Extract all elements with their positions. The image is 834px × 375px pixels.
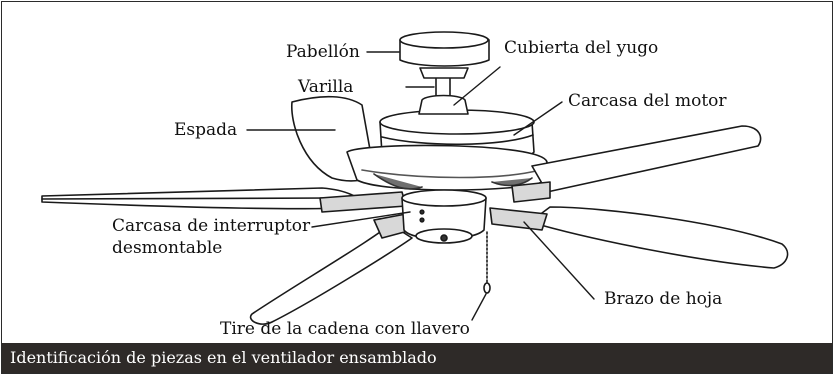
blade-arm-right — [489, 207, 548, 231]
fan-blade-left-lower — [249, 223, 413, 325]
label-brazo-de-hoja: Brazo de hoja — [604, 289, 723, 309]
label-espada: Espada — [174, 120, 238, 140]
ceiling-fan-illustration — [41, 31, 789, 325]
label-cubierta-del-yugo: Cubierta del yugo — [504, 38, 659, 58]
fan-blade-right-upper — [531, 125, 762, 193]
label-pabellon: Pabellón — [286, 42, 360, 62]
label-carcasa-del-motor: Carcasa del motor — [568, 91, 727, 111]
pull-chain-fob — [483, 282, 491, 294]
label-desmontable: desmontable — [112, 238, 223, 258]
label-varilla: Varilla — [298, 77, 354, 97]
figure-caption: Identificación de piezas en el ventilado… — [2, 343, 832, 373]
label-tire-de-la-cadena: Tire de la cadena con llavero — [220, 319, 470, 339]
fan-blade-right-lower — [529, 206, 789, 269]
label-carcasa-interruptor: Carcasa de interruptor — [112, 216, 311, 236]
yoke-cover — [418, 94, 469, 115]
